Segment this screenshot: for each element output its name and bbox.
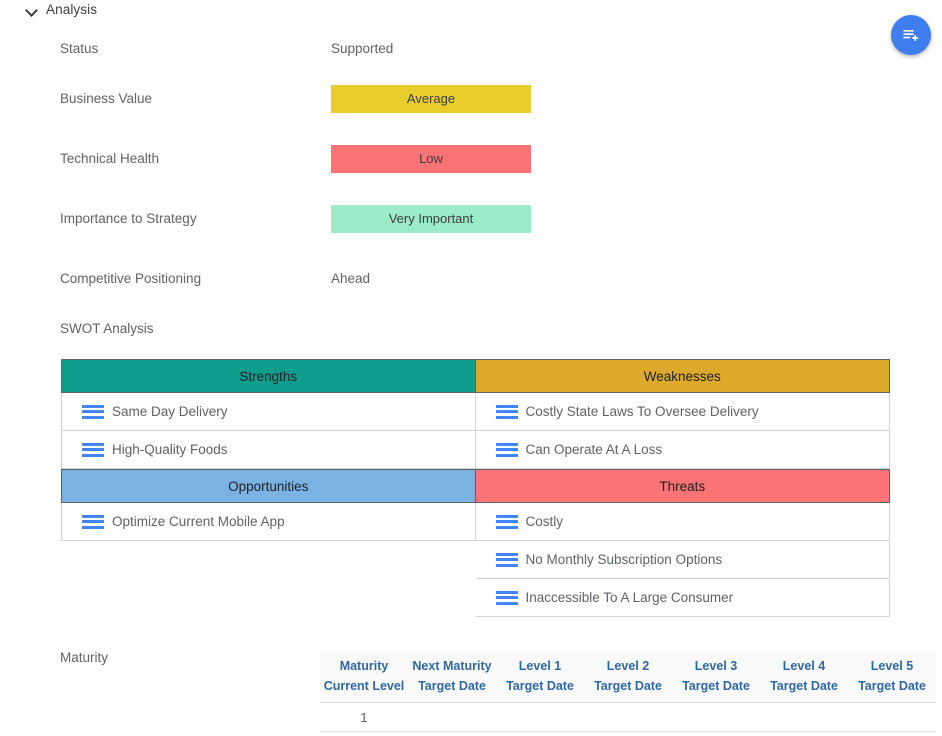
list-item-label: Inaccessible To A Large Consumer <box>525 590 734 605</box>
column-header-level-5-target-date: Level 5 Target Date <box>848 652 936 703</box>
swot-analysis-label: SWOT Analysis <box>60 321 154 336</box>
cell-maturity-current-level: 1 <box>320 702 408 732</box>
field-value: Supported <box>331 41 394 56</box>
swot-header-threats: Threats <box>475 469 890 503</box>
drag-handle-icon[interactable] <box>495 590 518 605</box>
list-item[interactable]: Costly <box>475 503 890 541</box>
list-item[interactable]: Can Operate At A Loss <box>475 431 890 469</box>
field-value: Ahead <box>331 271 371 286</box>
maturity-table: Maturity Current Level Next Maturity Tar… <box>320 652 936 732</box>
drag-handle-icon[interactable] <box>495 552 518 567</box>
list-item-label: Costly State Laws To Oversee Delivery <box>525 404 759 419</box>
column-header-maturity-current-level: Maturity Current Level <box>320 652 408 703</box>
list-item[interactable]: Inaccessible To A Large Consumer <box>475 579 890 617</box>
column-header-level-4-target-date: Level 4 Target Date <box>760 652 848 703</box>
column-header-level-2-target-date: Level 2 Target Date <box>584 652 672 703</box>
list-item-label: Optimize Current Mobile App <box>112 514 285 529</box>
swot-analysis-grid: Strengths Same Day Delivery High-Quality… <box>61 359 890 617</box>
list-item[interactable]: No Monthly Subscription Options <box>475 541 890 579</box>
cell-level-3-target-date <box>672 702 760 732</box>
swot-header-weaknesses: Weaknesses <box>475 359 890 393</box>
drag-handle-icon[interactable] <box>495 442 518 457</box>
swot-header-opportunities: Opportunities <box>61 469 476 503</box>
list-item-label: Costly <box>525 514 564 529</box>
list-item[interactable]: High-Quality Foods <box>61 431 476 469</box>
list-item[interactable]: Optimize Current Mobile App <box>61 503 476 541</box>
add-item-fab-button[interactable] <box>891 15 931 55</box>
field-technical-health: Technical Health Low <box>0 145 942 179</box>
analysis-section-header[interactable]: Analysis <box>26 0 97 20</box>
field-label: Importance to Strategy <box>60 211 197 226</box>
cell-next-maturity-target-date <box>408 702 496 732</box>
cell-level-2-target-date <box>584 702 672 732</box>
field-label: Technical Health <box>60 151 160 166</box>
field-competitive-positioning: Competitive Positioning Ahead <box>0 269 942 299</box>
table-row[interactable]: 1 <box>320 702 936 732</box>
list-item-label: High-Quality Foods <box>112 442 228 457</box>
drag-handle-icon[interactable] <box>82 404 104 419</box>
column-header-level-1-target-date: Level 1 Target Date <box>496 652 584 703</box>
list-item[interactable]: Same Day Delivery <box>61 393 476 431</box>
field-business-value: Business Value Average <box>0 85 942 119</box>
drag-handle-icon[interactable] <box>82 514 104 529</box>
swot-header-strengths: Strengths <box>61 359 476 393</box>
list-item-label: Same Day Delivery <box>112 404 228 419</box>
column-header-level-3-target-date: Level 3 Target Date <box>672 652 760 703</box>
importance-chip: Very Important <box>331 205 531 233</box>
column-header-next-maturity-target-date: Next Maturity Target Date <box>408 652 496 703</box>
maturity-label: Maturity <box>60 650 109 665</box>
swot-column-left: Strengths Same Day Delivery High-Quality… <box>61 359 476 541</box>
swot-column-right: Weaknesses Costly State Laws To Oversee … <box>475 359 890 617</box>
list-item[interactable]: Costly State Laws To Oversee Delivery <box>475 393 890 431</box>
business-value-chip: Average <box>331 85 531 113</box>
drag-handle-icon[interactable] <box>495 404 518 419</box>
chevron-down-icon <box>26 4 39 17</box>
playlist-add-icon <box>901 25 921 45</box>
field-status: Status Supported <box>0 39 942 69</box>
field-label: Competitive Positioning <box>60 271 202 286</box>
field-label: Status <box>60 41 99 56</box>
list-item-label: Can Operate At A Loss <box>525 442 663 457</box>
cell-level-5-target-date <box>848 702 936 732</box>
technical-health-chip: Low <box>331 145 531 173</box>
cell-level-1-target-date <box>496 702 584 732</box>
cell-level-4-target-date <box>760 702 848 732</box>
list-item-label: No Monthly Subscription Options <box>525 552 723 567</box>
maturity-table-header-row: Maturity Current Level Next Maturity Tar… <box>320 652 936 703</box>
field-importance-to-strategy: Importance to Strategy Very Important <box>0 205 942 239</box>
page-title: Analysis <box>46 2 98 17</box>
drag-handle-icon[interactable] <box>82 442 104 457</box>
field-label: Business Value <box>60 91 153 106</box>
drag-handle-icon[interactable] <box>495 514 518 529</box>
